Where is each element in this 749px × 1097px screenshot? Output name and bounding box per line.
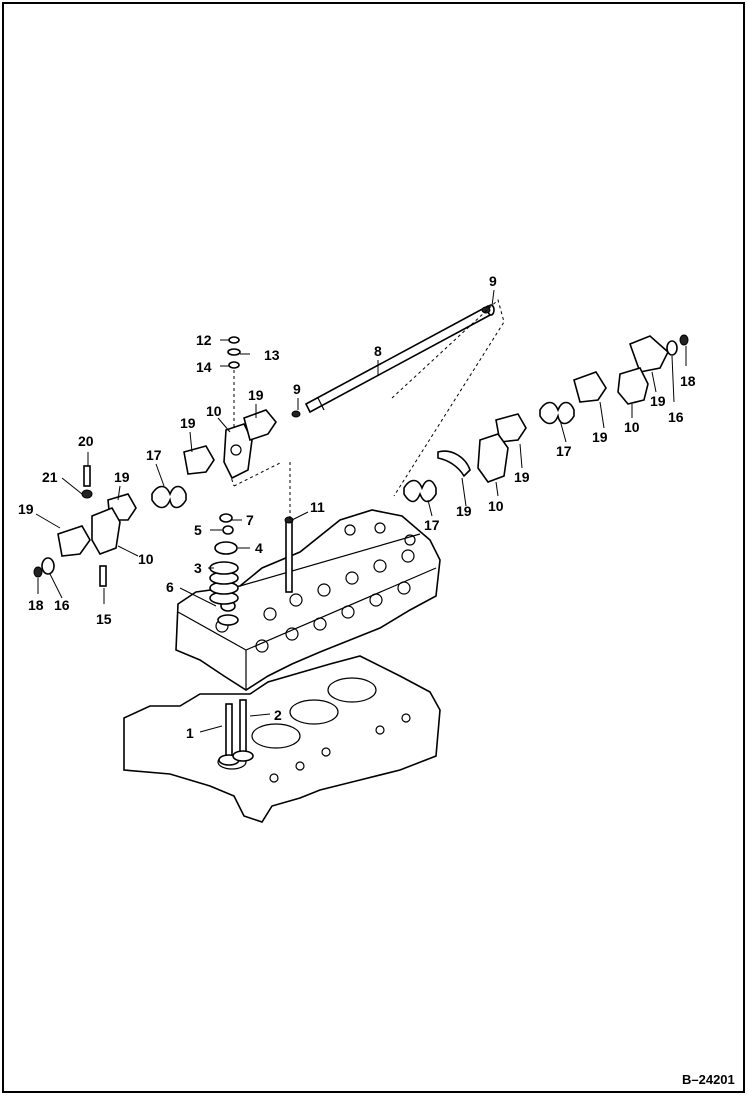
leader-lines [35,289,687,733]
callout-11: 11 [310,499,325,515]
callout-19-right-d: 19 [650,393,666,409]
valve-spring-stack [209,462,294,626]
callout-2: 2 [274,707,282,723]
callout-21: 21 [42,469,58,485]
callout-12: 12 [196,332,212,348]
callout-15: 15 [96,611,112,627]
callout-6: 6 [166,579,174,595]
callout-1: 1 [186,725,194,741]
callout-5: 5 [194,522,202,538]
cylinder-block [123,655,441,823]
callout-16-left: 16 [54,597,70,613]
callout-labels: 1 2 3 4 5 6 7 8 9 9 10 10 10 10 11 12 13… [18,273,735,1087]
callout-19-left-b: 19 [18,501,34,517]
callout-19-upper-a: 19 [248,387,264,403]
callout-9-shaft-left: 9 [293,381,301,397]
callout-19-right-c: 19 [592,429,608,445]
callout-13: 13 [264,347,280,363]
valves [218,699,254,766]
callout-14: 14 [196,359,212,375]
callout-10-right-inner: 10 [488,498,504,514]
callout-19-upper-b: 19 [180,415,196,431]
callout-17-left: 17 [146,447,162,463]
right-rocker-group [403,334,689,503]
callout-7: 7 [246,512,254,528]
callout-20: 20 [78,433,94,449]
callout-19-right-b: 19 [514,469,530,485]
callout-3: 3 [194,560,202,576]
callout-17-right-inner: 17 [424,517,440,533]
cylinder-head [175,509,441,691]
callout-18-right: 18 [680,373,696,389]
callout-8: 8 [374,343,382,359]
callout-10-upper-left: 10 [206,403,222,419]
callout-9-shaft-end: 9 [489,273,497,289]
callout-17-right-outer: 17 [556,443,572,459]
callout-18-left: 18 [28,597,44,613]
callout-16-right: 16 [668,409,684,425]
callout-19-left-a: 19 [114,469,130,485]
callout-10-lower-left: 10 [138,551,154,567]
drawing-reference-id: B–24201 [682,1072,735,1087]
callout-19-right-a: 19 [456,503,472,519]
left-rocker-group [33,336,277,587]
callout-4: 4 [255,540,263,556]
callout-10-right-outer: 10 [624,419,640,435]
